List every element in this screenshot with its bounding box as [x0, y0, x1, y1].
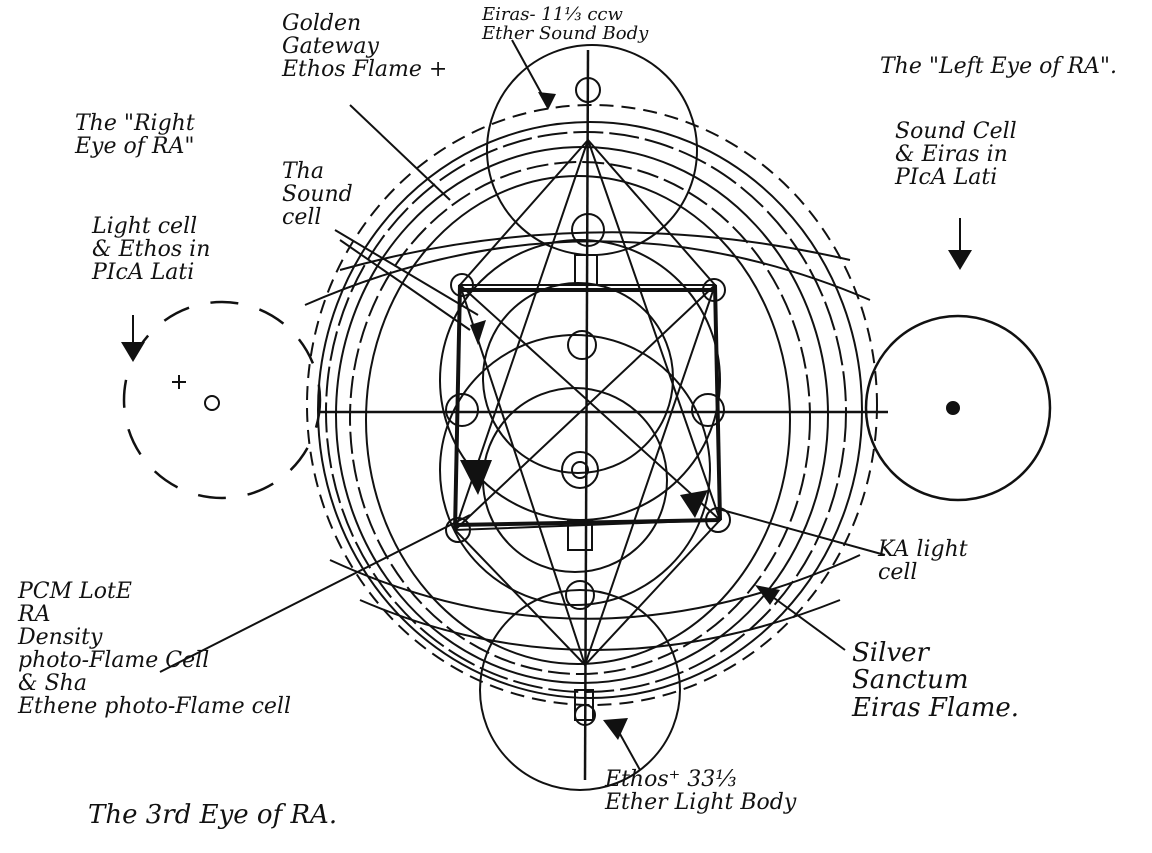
arrow-sound-cell	[948, 250, 972, 270]
label-ka-light-cell: KA light cell	[878, 538, 968, 584]
arrow-right-inner	[680, 490, 708, 518]
right-eye-circle	[124, 302, 320, 498]
outer-shell-5	[350, 162, 810, 674]
label-third-eye: The 3rd Eye of RA.	[88, 802, 337, 829]
label-tha-sound-cell: Tha Sound cell	[282, 160, 353, 229]
label-sound-cell: Sound Cell & Eiras in PIcA Lati	[895, 120, 1017, 189]
vertical-axis	[585, 50, 588, 780]
label-left-eye: The "Left Eye of RA".	[880, 55, 1117, 78]
arrow-eiras	[538, 92, 556, 110]
hex-vertical-right	[715, 285, 720, 520]
label-pcm: PCM LotE RA Density photo-Flame Cell & S…	[18, 580, 291, 719]
pointer-tha-sound	[335, 230, 478, 315]
label-right-eye: The "Right Eye of RA"	[75, 112, 195, 158]
label-silver-sanctum: Silver Sanctum Eiras Flame.	[852, 640, 1019, 722]
right-eye-center	[205, 396, 219, 410]
label-light-cell: Light cell & Ethos in PIcA Lati	[92, 215, 210, 284]
outer-shell-4	[336, 147, 828, 683]
outer-shell-2	[318, 122, 862, 698]
pointer-golden-gateway	[350, 105, 450, 200]
arrow-left-inner	[460, 460, 492, 495]
arc-lower	[330, 555, 860, 619]
arrow-light-cell	[121, 342, 145, 362]
label-golden-gateway: Golden Gateway Ethos Flame +	[282, 12, 447, 81]
label-ethos-33: Ethos⁺ 33⅓ Ether Light Body	[605, 768, 796, 814]
node-4	[562, 452, 598, 488]
label-eiras-11: Eiras- 11⅓ ccw Ether Sound Body	[482, 6, 648, 44]
arc-lower-2	[360, 600, 840, 650]
pointer-eiras	[512, 40, 545, 100]
left-eye-center	[947, 402, 959, 414]
arrow-ethos	[603, 718, 628, 740]
node-left	[446, 394, 478, 426]
pointer-ka	[715, 508, 885, 555]
